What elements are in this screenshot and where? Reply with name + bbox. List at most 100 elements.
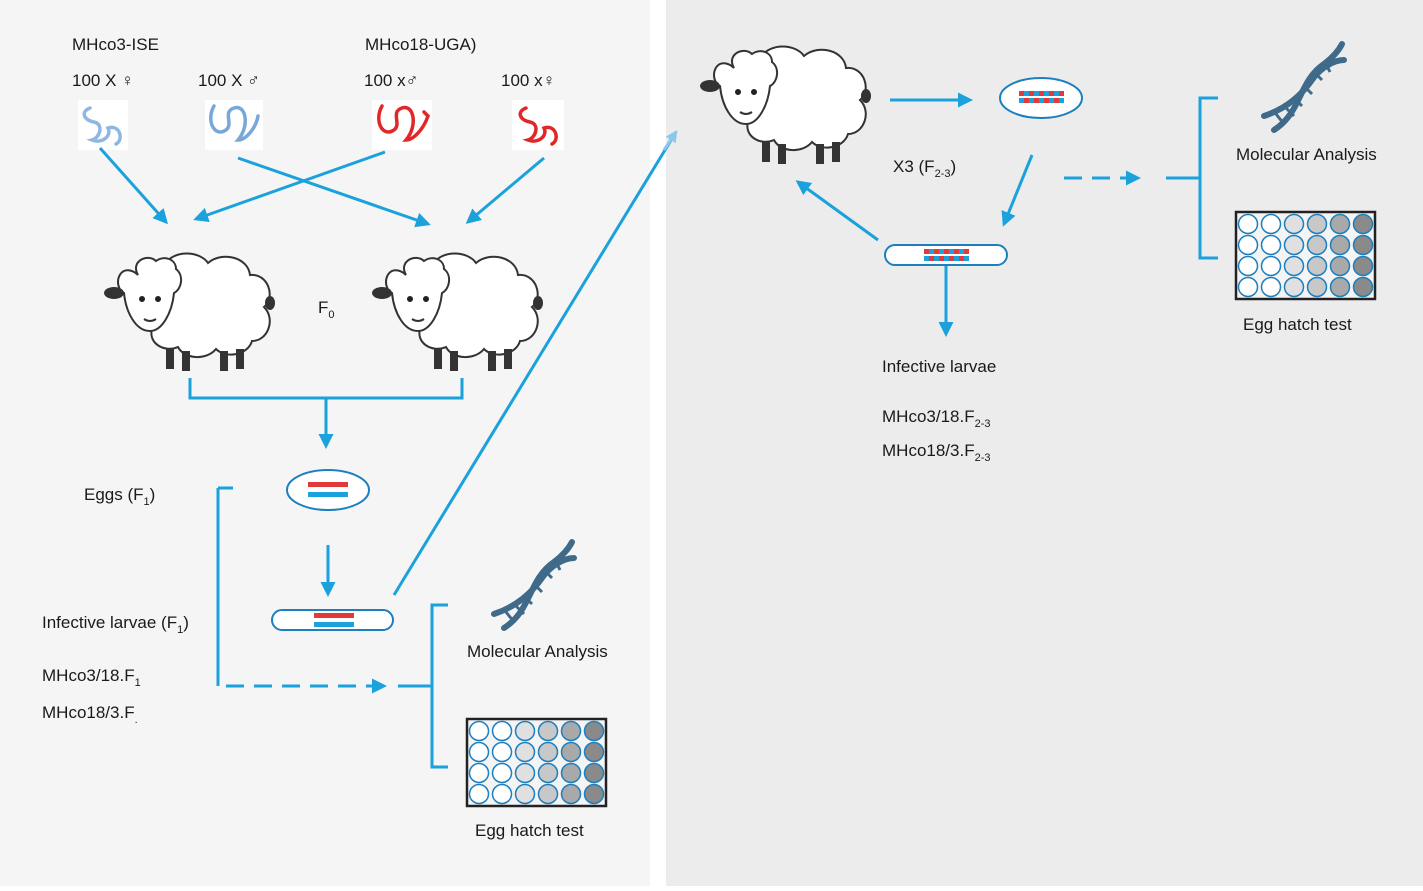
larvae-f1-label: Infective larvae (F1) — [42, 613, 189, 636]
strain-uga-label: MHco18-UGA) — [365, 35, 476, 54]
f0-label: F0 — [318, 298, 335, 321]
plate-well — [1283, 276, 1305, 298]
plate-well — [583, 741, 605, 763]
plate-well — [1283, 255, 1305, 277]
worm-icon — [372, 100, 432, 150]
plate-well — [560, 720, 582, 742]
hybrid-chromosome-block — [939, 256, 944, 261]
worm-icon — [512, 100, 564, 150]
egg-to-larva-arrow — [1001, 154, 1034, 227]
hybrid-chromosome-block — [959, 256, 964, 261]
hybrid-f23-b-label: MHco18/3.F2-3 — [882, 441, 991, 464]
hybrid-chromosome-block — [1049, 98, 1054, 103]
dna-icon — [491, 539, 577, 631]
right-molecular-analysis-label: Molecular Analysis — [1236, 145, 1377, 164]
plate-well — [1237, 255, 1259, 277]
plate-well — [514, 783, 536, 805]
larva-icon — [884, 244, 1008, 266]
plate-well — [1306, 213, 1328, 235]
hybrid-f1-a-label: MHco3/18.F1 — [42, 666, 141, 689]
plate-well — [491, 762, 513, 784]
hybrid-chromosome-block — [959, 249, 964, 254]
hybrid-chromosome-block — [1054, 98, 1059, 103]
hybrid-chromosome-block — [954, 249, 959, 254]
plate-well — [1352, 234, 1374, 256]
crossing-arrows — [98, 147, 545, 228]
plate-well — [491, 783, 513, 805]
hybrid-chromosome-block — [1034, 98, 1039, 103]
sheep-icon — [372, 252, 543, 371]
well-plate-icon — [465, 717, 608, 808]
hybrid-chromosome-block — [1044, 91, 1049, 96]
hybrid-chromosome-block — [1029, 91, 1034, 96]
hybrid-chromosome-block — [934, 256, 939, 261]
egg-icon — [286, 469, 370, 511]
larva-icon — [271, 609, 394, 631]
dna-icon — [1261, 41, 1347, 133]
plate-well — [1237, 276, 1259, 298]
plate-well — [1329, 234, 1351, 256]
strain-ise-label: MHco3-ISE — [72, 35, 159, 54]
hybrid-chromosome-block — [1019, 98, 1024, 103]
worm-count-4: 100 x♀ — [501, 71, 555, 90]
right-egg-hatch-label: Egg hatch test — [1243, 315, 1352, 334]
hybrid-chromosome-block — [924, 256, 929, 261]
to-next-generation-arrowhead — [662, 130, 678, 151]
plate-well — [1352, 213, 1374, 235]
plate-well — [583, 783, 605, 805]
plate-well — [1283, 213, 1305, 235]
plate-well — [491, 720, 513, 742]
worm-count-1: 100 X ♀ — [72, 71, 134, 90]
plate-well — [1352, 276, 1374, 298]
sheep-icon — [700, 45, 871, 164]
hybrid-f1-b-label: MHco18/3.F. — [42, 703, 138, 726]
plate-well — [1329, 255, 1351, 277]
plate-well — [583, 720, 605, 742]
plate-well — [1329, 276, 1351, 298]
hybrid-chromosome-block — [929, 249, 934, 254]
hybrid-chromosome-block — [944, 249, 949, 254]
plate-well — [1237, 234, 1259, 256]
plate-well — [537, 783, 559, 805]
worm-count-3: 100 x♂ — [364, 71, 418, 90]
to-next-generation-arrow — [392, 131, 678, 596]
plate-well — [1352, 255, 1374, 277]
hybrid-chromosome-block — [964, 249, 969, 254]
well-plate-icon — [1234, 210, 1377, 301]
plate-well — [537, 741, 559, 763]
hybrid-chromosome-block — [1029, 98, 1034, 103]
hybrid-chromosome-block — [1044, 98, 1049, 103]
hybrid-chromosome-block — [1039, 91, 1044, 96]
hybrid-chromosome-block — [1024, 91, 1029, 96]
egg-icon — [999, 77, 1083, 119]
hybrid-chromosome-block — [1039, 98, 1044, 103]
hybrid-chromosome-block — [954, 256, 959, 261]
plate-well — [468, 762, 490, 784]
worm-icon — [205, 100, 263, 150]
plate-well — [514, 741, 536, 763]
plate-well — [1306, 234, 1328, 256]
plate-well — [514, 762, 536, 784]
hybrid-chromosome-block — [1059, 98, 1064, 103]
sheep-icon — [104, 252, 275, 371]
hybrid-chromosome-block — [1034, 91, 1039, 96]
hybrid-chromosome-block — [1019, 91, 1024, 96]
plate-well — [560, 762, 582, 784]
plate-well — [1283, 234, 1305, 256]
plate-well — [1329, 213, 1351, 235]
hybrid-chromosome-block — [939, 249, 944, 254]
plate-well — [468, 720, 490, 742]
eggs-f1-label: Eggs (F1) — [84, 485, 155, 508]
plate-well — [583, 762, 605, 784]
hybrid-chromosome-block — [934, 249, 939, 254]
plate-well — [537, 720, 559, 742]
plate-well — [1306, 255, 1328, 277]
plate-well — [468, 783, 490, 805]
plate-well — [1260, 234, 1282, 256]
plate-well — [514, 720, 536, 742]
hybrid-chromosome-block — [924, 249, 929, 254]
plate-well — [1260, 255, 1282, 277]
left-molecular-analysis-label: Molecular Analysis — [467, 642, 608, 661]
